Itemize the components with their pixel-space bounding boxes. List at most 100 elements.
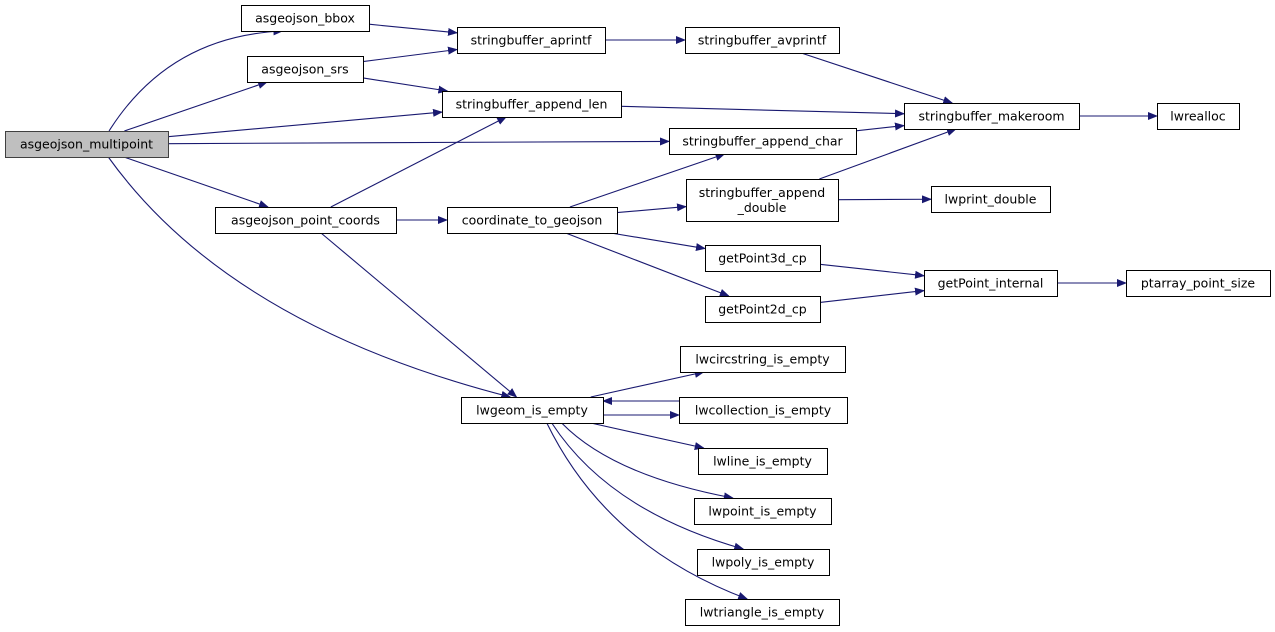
- node-box: [447, 207, 618, 234]
- node-label: stringbuffer_makeroom: [918, 109, 1064, 124]
- edge-multipoint-to-point_coords: [123, 156, 269, 208]
- node-srs[interactable]: asgeojson_srs: [247, 56, 364, 83]
- edge-coord_to_geojson-to-getPoint2d: [565, 232, 730, 297]
- node-circstring[interactable]: lwcircstring_is_empty: [680, 346, 846, 373]
- node-box: [698, 448, 828, 475]
- node-box: [904, 103, 1080, 130]
- node-box: [694, 498, 832, 525]
- node-point[interactable]: lwpoint_is_empty: [694, 498, 832, 525]
- node-bbox[interactable]: asgeojson_bbox: [241, 5, 370, 32]
- node-box: [1157, 103, 1240, 130]
- edge-srs-to-append_len: [362, 77, 449, 94]
- edge-srs-to-aprintf: [362, 46, 458, 63]
- node-collection[interactable]: lwcollection_is_empty: [679, 397, 848, 424]
- edge-multipoint-to-lwgeom_is_empty: [107, 156, 512, 399]
- node-label: lwprint_double: [945, 192, 1037, 207]
- edge-coord_to_geojson-to-append_double: [616, 203, 687, 214]
- edge-point_coords-to-append_len: [330, 116, 508, 208]
- node-box: [931, 186, 1051, 213]
- edge-point_coords-to-lwgeom_is_empty: [320, 232, 518, 398]
- node-label: lwgeom_is_empty: [476, 403, 588, 418]
- edge-multipoint-to-srs: [124, 81, 269, 132]
- node-label: lwpoint_is_empty: [708, 504, 817, 519]
- node-box: [924, 270, 1058, 297]
- node-box: [679, 397, 848, 424]
- node-label: lwrealloc: [1170, 109, 1226, 124]
- node-triangle[interactable]: lwtriangle_is_empty: [685, 599, 840, 626]
- edge-coord_to_geojson-to-append_char: [569, 153, 726, 208]
- nodes: asgeojson_multipoint asgeojson_bboxasgeoj…: [5, 5, 1271, 626]
- node-append_double[interactable]: stringbuffer_append_double: [686, 179, 839, 222]
- node-label: lwpoly_is_empty: [712, 555, 815, 570]
- edge-lwgeom_is_empty-to-line: [590, 422, 705, 450]
- node-getPoint3d[interactable]: getPoint3d_cp: [705, 245, 821, 272]
- node-box: [685, 27, 840, 54]
- edge-append_len-to-makeroom: [620, 105, 905, 118]
- node-lwrealloc[interactable]: lwrealloc: [1157, 103, 1240, 130]
- node-getPoint2d[interactable]: getPoint2d_cp: [705, 296, 821, 323]
- node-label: getPoint_internal: [938, 276, 1044, 291]
- edge-lwgeom_is_empty-to-circstring: [590, 370, 705, 398]
- node-label: lwline_is_empty: [713, 454, 812, 469]
- node-label: stringbuffer_aprintf: [471, 33, 592, 48]
- node-label: stringbuffer_append_len: [456, 97, 608, 112]
- node-box: [669, 128, 857, 155]
- node-label: coordinate_to_geojson: [462, 213, 603, 228]
- node-line[interactable]: lwline_is_empty: [698, 448, 828, 475]
- edge-getPoint2d-to-getPoint_internal: [819, 287, 925, 303]
- node-box: [686, 179, 839, 222]
- node-label: ptarray_point_size: [1141, 276, 1256, 291]
- node-ptarray_point_size[interactable]: ptarray_point_size: [1126, 270, 1271, 297]
- node-label: lwcollection_is_empty: [695, 403, 832, 418]
- node-label: stringbuffer_append_char: [682, 134, 843, 149]
- node-getPoint_internal[interactable]: getPoint_internal: [924, 270, 1058, 297]
- node-label: getPoint2d_cp: [718, 302, 807, 317]
- node-multipoint[interactable]: asgeojson_multipoint: [5, 131, 169, 158]
- node-label: asgeojson_bbox: [255, 11, 355, 26]
- edge-append_double-to-makeroom: [819, 128, 957, 180]
- node-point_coords[interactable]: asgeojson_point_coords: [215, 207, 397, 234]
- node-poly[interactable]: lwpoly_is_empty: [697, 549, 830, 576]
- node-box: [442, 91, 622, 118]
- node-box: [215, 207, 397, 234]
- node-box: [461, 397, 604, 424]
- node-label: stringbuffer_avprintf: [698, 33, 827, 48]
- edge-multipoint-to-bbox: [108, 27, 284, 132]
- node-append_char[interactable]: stringbuffer_append_char: [669, 128, 857, 155]
- edge-multipoint-to-append_len: [167, 108, 443, 138]
- node-box: [457, 27, 606, 54]
- node-coord_to_geojson[interactable]: coordinate_to_geojson: [447, 207, 618, 234]
- node-box: [1126, 270, 1271, 297]
- edge-avprintf-to-makeroom: [801, 52, 954, 104]
- edges: [107, 23, 1158, 600]
- edge-lwgeom_is_empty-to-triangle: [546, 422, 749, 600]
- node-lwprint_double[interactable]: lwprint_double: [931, 186, 1051, 213]
- node-label: getPoint3d_cp: [718, 251, 807, 266]
- node-box: [680, 346, 846, 373]
- node-avprintf[interactable]: stringbuffer_avprintf: [685, 27, 840, 54]
- node-label: lwcircstring_is_empty: [695, 352, 830, 367]
- node-box: [241, 5, 370, 32]
- node-makeroom[interactable]: stringbuffer_makeroom: [904, 103, 1080, 130]
- edge-multipoint-to-append_char: [167, 137, 670, 146]
- edge-getPoint3d-to-getPoint_internal: [819, 263, 925, 279]
- node-append_len[interactable]: stringbuffer_append_len: [442, 91, 622, 118]
- node-aprintf[interactable]: stringbuffer_aprintf: [457, 27, 606, 54]
- node-box: [247, 56, 364, 83]
- node-label: asgeojson_srs: [261, 62, 348, 77]
- edge-lwgeom_is_empty-to-point: [561, 422, 734, 501]
- node-box: [705, 296, 821, 323]
- node-box: [685, 599, 840, 626]
- node-label: stringbuffer_append: [699, 185, 826, 200]
- node-lwgeom_is_empty[interactable]: lwgeom_is_empty: [461, 397, 604, 424]
- node-box: [5, 131, 169, 158]
- node-label: asgeojson_multipoint: [20, 137, 153, 152]
- node-label: _double: [737, 200, 787, 215]
- edge-append_char-to-makeroom: [855, 122, 905, 132]
- edge-lwgeom_is_empty-to-poly: [551, 422, 745, 551]
- edge-bbox-to-aprintf: [368, 23, 458, 36]
- node-label: lwtriangle_is_empty: [700, 605, 825, 620]
- node-label: asgeojson_point_coords: [231, 213, 380, 228]
- edge-coord_to_geojson-to-getPoint3d: [610, 232, 706, 252]
